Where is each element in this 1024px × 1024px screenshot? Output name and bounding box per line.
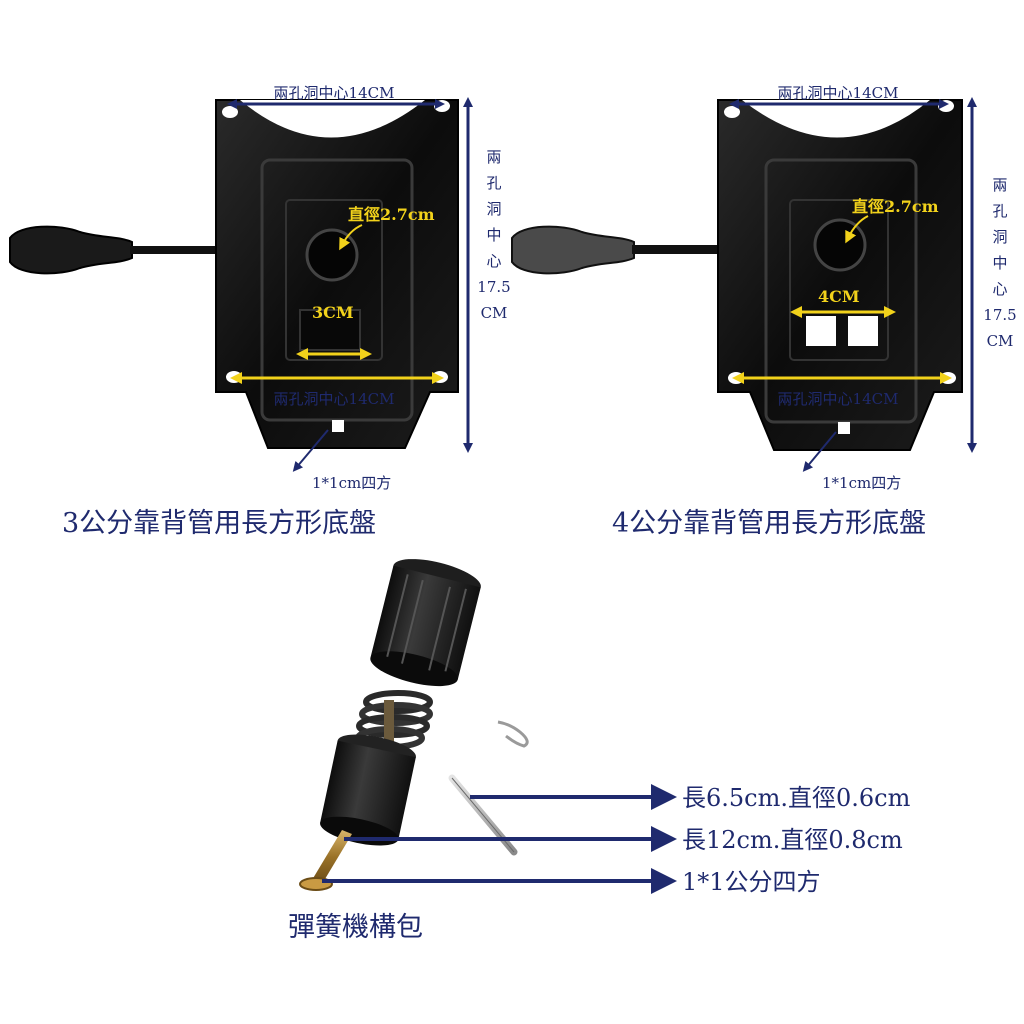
plate-top-cutout [240,100,425,138]
mount-hole [724,106,740,118]
mount-hole [434,100,450,112]
bottom-hole-distance: 兩孔洞中心14CM [778,390,899,408]
right-plate-caption: 4公分靠背管用長方形底盤 [612,508,926,539]
svg-text:心: 心 [992,280,1007,298]
lever-rod [632,245,782,254]
plate-body [717,99,963,451]
bolt-spec: 長12cm.直徑0.8cm [682,826,903,854]
lever-rod [130,246,280,254]
right-base-plate: 兩孔洞中心14CM 兩孔洞中心14CM 直徑2.7cm 4CM 1*1cm四方 … [511,84,1017,539]
top-hole-distance: 兩孔洞中心14CM [274,84,395,102]
bottom-hole-distance: 兩孔洞中心14CM [274,390,395,408]
diameter-label: 直徑2.7cm [348,205,435,224]
rubber-knob [370,559,481,687]
svg-text:中: 中 [486,226,501,244]
spring-kit-caption: 彈簧機構包 [288,912,423,943]
svg-text:孔: 孔 [486,174,501,192]
square-label: 1*1cm四方 [312,474,391,492]
side-hole-distance: 兩 孔 洞 中 心 17.5 CM [477,148,510,322]
mount-hole [938,100,954,112]
tube-slot [848,316,878,346]
svg-text:中: 中 [992,254,1007,272]
lever-handle [9,225,133,275]
side-hole-distance: 兩 孔 洞 中 心 17.5 CM [983,176,1016,350]
svg-text:心: 心 [486,252,501,270]
tube-slot [806,316,836,346]
center-hole [305,228,359,282]
cotter-pin [497,720,529,748]
svg-text:兩: 兩 [992,176,1007,194]
svg-text:CM: CM [481,304,508,322]
square-hole [838,422,850,434]
svg-text:17.5: 17.5 [477,278,510,296]
rubber-sleeve [320,734,416,846]
top-hole-distance: 兩孔洞中心14CM [778,84,899,102]
width-label: 4CM [818,287,860,306]
center-hole [813,218,867,272]
square-spec: 1*1公分四方 [682,868,821,896]
svg-text:CM: CM [987,332,1014,350]
mount-hole [222,106,238,118]
svg-text:兩: 兩 [486,148,501,166]
left-base-plate: 兩孔洞中心14CM 兩孔洞中心14CM 直徑2.7cm 3CM 1*1cm四方 … [9,84,511,539]
svg-text:孔: 孔 [992,202,1007,220]
svg-text:洞: 洞 [486,200,501,218]
square-label: 1*1cm四方 [822,474,901,492]
left-plate-caption: 3公分靠背管用長方形底盤 [62,508,376,539]
svg-text:17.5: 17.5 [983,306,1016,324]
diameter-label: 直徑2.7cm [852,197,939,216]
square-hole [332,420,344,432]
plate-top-cutout [742,100,930,138]
lever-handle [511,225,635,275]
spring-mechanism-kit: 長6.5cm.直徑0.6cm 長12cm.直徑0.8cm 1*1公分四方 彈簧機… [288,559,911,943]
pin-spec: 長6.5cm.直徑0.6cm [682,784,911,812]
width-label: 3CM [312,303,354,322]
svg-text:洞: 洞 [992,228,1007,246]
